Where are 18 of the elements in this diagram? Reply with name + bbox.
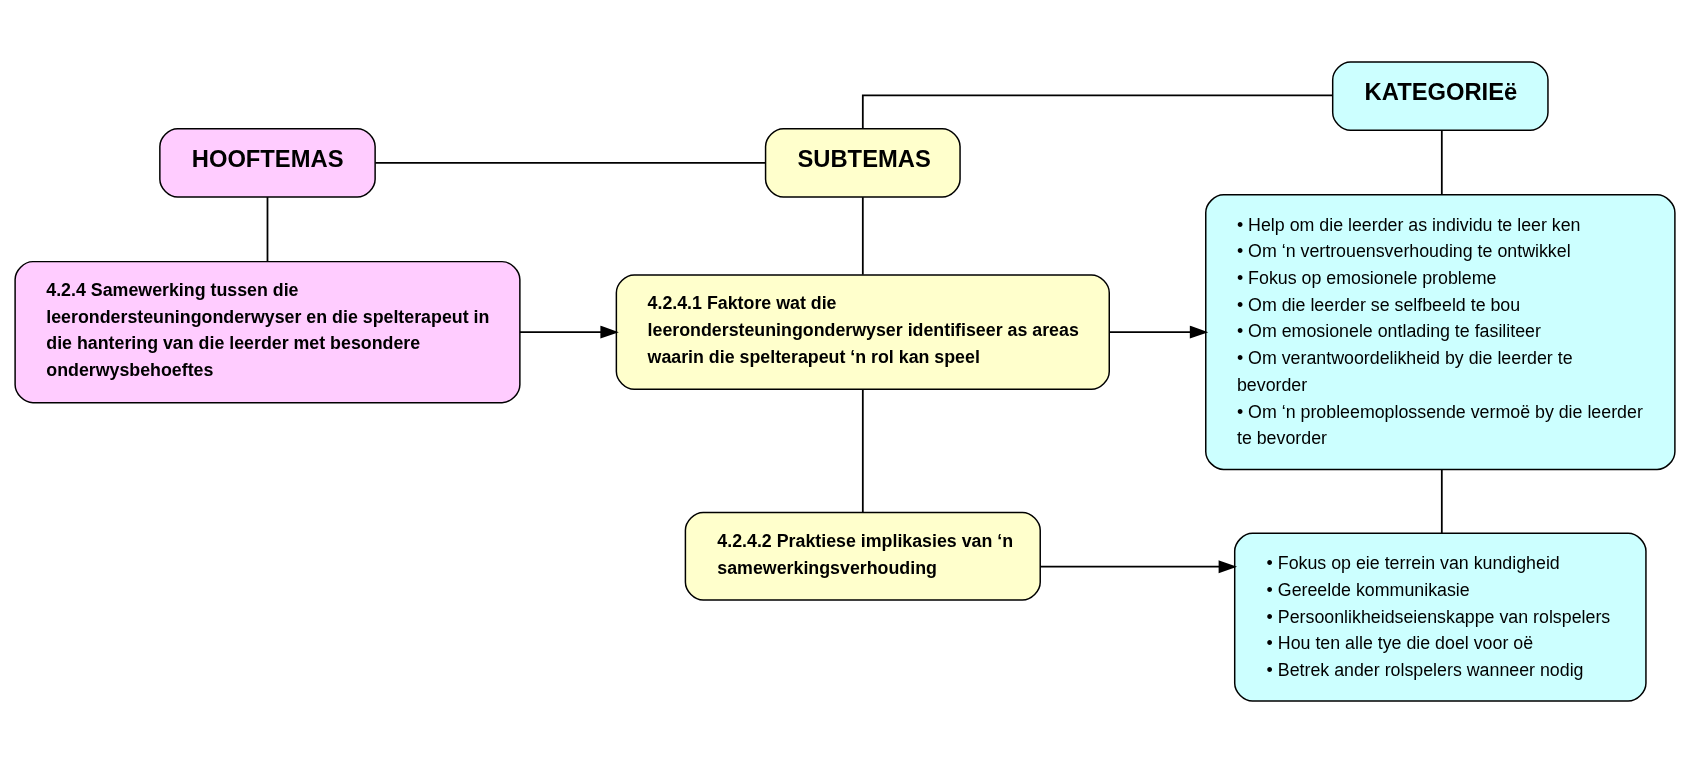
node-box: 4.2.4.2 Praktiese implikasies van ‘n samewerkingsverhouding	[684, 511, 1041, 601]
arrow	[519, 325, 619, 339]
node-box: KATEGORIEë	[1331, 61, 1549, 131]
node-box: 4.2.4.1 Faktore wat die leerondersteuningonderwyser identifiseer as areas waarin die spelterapeut ‘n rol kan speel	[615, 274, 1110, 391]
node-box: SUBTEMAS	[764, 128, 961, 198]
connector	[1440, 129, 1443, 196]
node-box: • Fokus op eie terrein van kundigheid • Gereelde kommunikasie • Persoonlikheidseienskappe van rolspelers • Hou ten alle tye die doel voor oë • Betrek ander rolspelers wanneer nodig	[1233, 532, 1647, 702]
node-box: HOOFTEMAS	[159, 128, 376, 198]
connector	[374, 162, 767, 164]
arrow	[1108, 325, 1209, 339]
connector	[861, 389, 864, 514]
connector	[861, 196, 864, 276]
arrow	[1039, 560, 1238, 574]
node-box: • Help om die leerder as individu te leer ken • Om ‘n vertrouensverhouding te ontwikkel • Fokus op emosionele probleme • Om die leerder se selfbeeld te bou • Om emosionele ontlading te fasiliteer • Om verantwoordelikheid by die leerder te bevorder • Om ‘n probleemoplossende vermoë by die leerder te bevorder	[1205, 194, 1676, 471]
connector	[266, 196, 269, 263]
connector	[861, 94, 1334, 130]
connector	[1440, 468, 1443, 534]
node-box: 4.2.4 Samewerking tussen die leerondersteuningonderwyser en die spelterapeut in die hantering van die leerder met besondere onderwysbehoeftes	[14, 260, 521, 404]
